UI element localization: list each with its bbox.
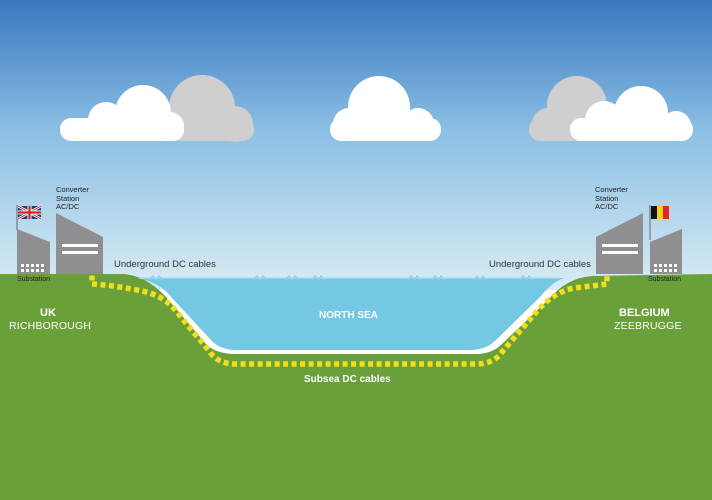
underground-cables-label-right: Underground DC cables bbox=[489, 259, 591, 270]
cloud-middle bbox=[330, 76, 441, 141]
left-substation-building bbox=[17, 229, 50, 274]
left-converter-station-label: Converter Station AC/DC bbox=[56, 185, 89, 212]
ground bbox=[0, 274, 712, 500]
sky bbox=[0, 0, 712, 290]
left-converter-label-line-2: Station bbox=[56, 193, 80, 203]
uk-flag-icon bbox=[16, 204, 42, 230]
cloud-left bbox=[60, 75, 254, 142]
right-substation-label: Substation bbox=[648, 276, 682, 283]
left-converter-label-line-1: Converter bbox=[56, 185, 89, 194]
belgium-flag-icon bbox=[649, 205, 669, 240]
right-converter-label-line-1: Converter bbox=[595, 185, 628, 194]
dc-cable bbox=[89, 267, 610, 367]
right-converter-station-label: Converter Station AC/DC bbox=[595, 185, 628, 212]
right-country-label: BELGIUM bbox=[619, 307, 670, 319]
left-substation-label: Substation bbox=[17, 276, 51, 283]
underground-cables-label-left: Underground DC cables bbox=[114, 259, 216, 270]
left-converter-station-building bbox=[56, 213, 103, 274]
right-town-label: ZEEBRUGGE bbox=[614, 320, 682, 332]
waves bbox=[149, 274, 533, 282]
left-country-label: UK bbox=[40, 307, 56, 319]
left-town-label: RICHBOROUGH bbox=[9, 320, 92, 332]
right-converter-label-line-3: AC/DC bbox=[595, 202, 619, 211]
left-converter-label-line-3: AC/DC bbox=[56, 202, 80, 211]
right-converter-label-line-2: Station bbox=[595, 193, 619, 203]
right-converter-station-building bbox=[596, 213, 643, 274]
cloud-right bbox=[529, 76, 693, 141]
right-substation-building bbox=[650, 229, 682, 274]
subsea-cables-label: Subsea DC cables bbox=[304, 374, 391, 385]
north-sea-label: NORTH SEA bbox=[319, 310, 378, 321]
north-sea bbox=[136, 278, 564, 350]
